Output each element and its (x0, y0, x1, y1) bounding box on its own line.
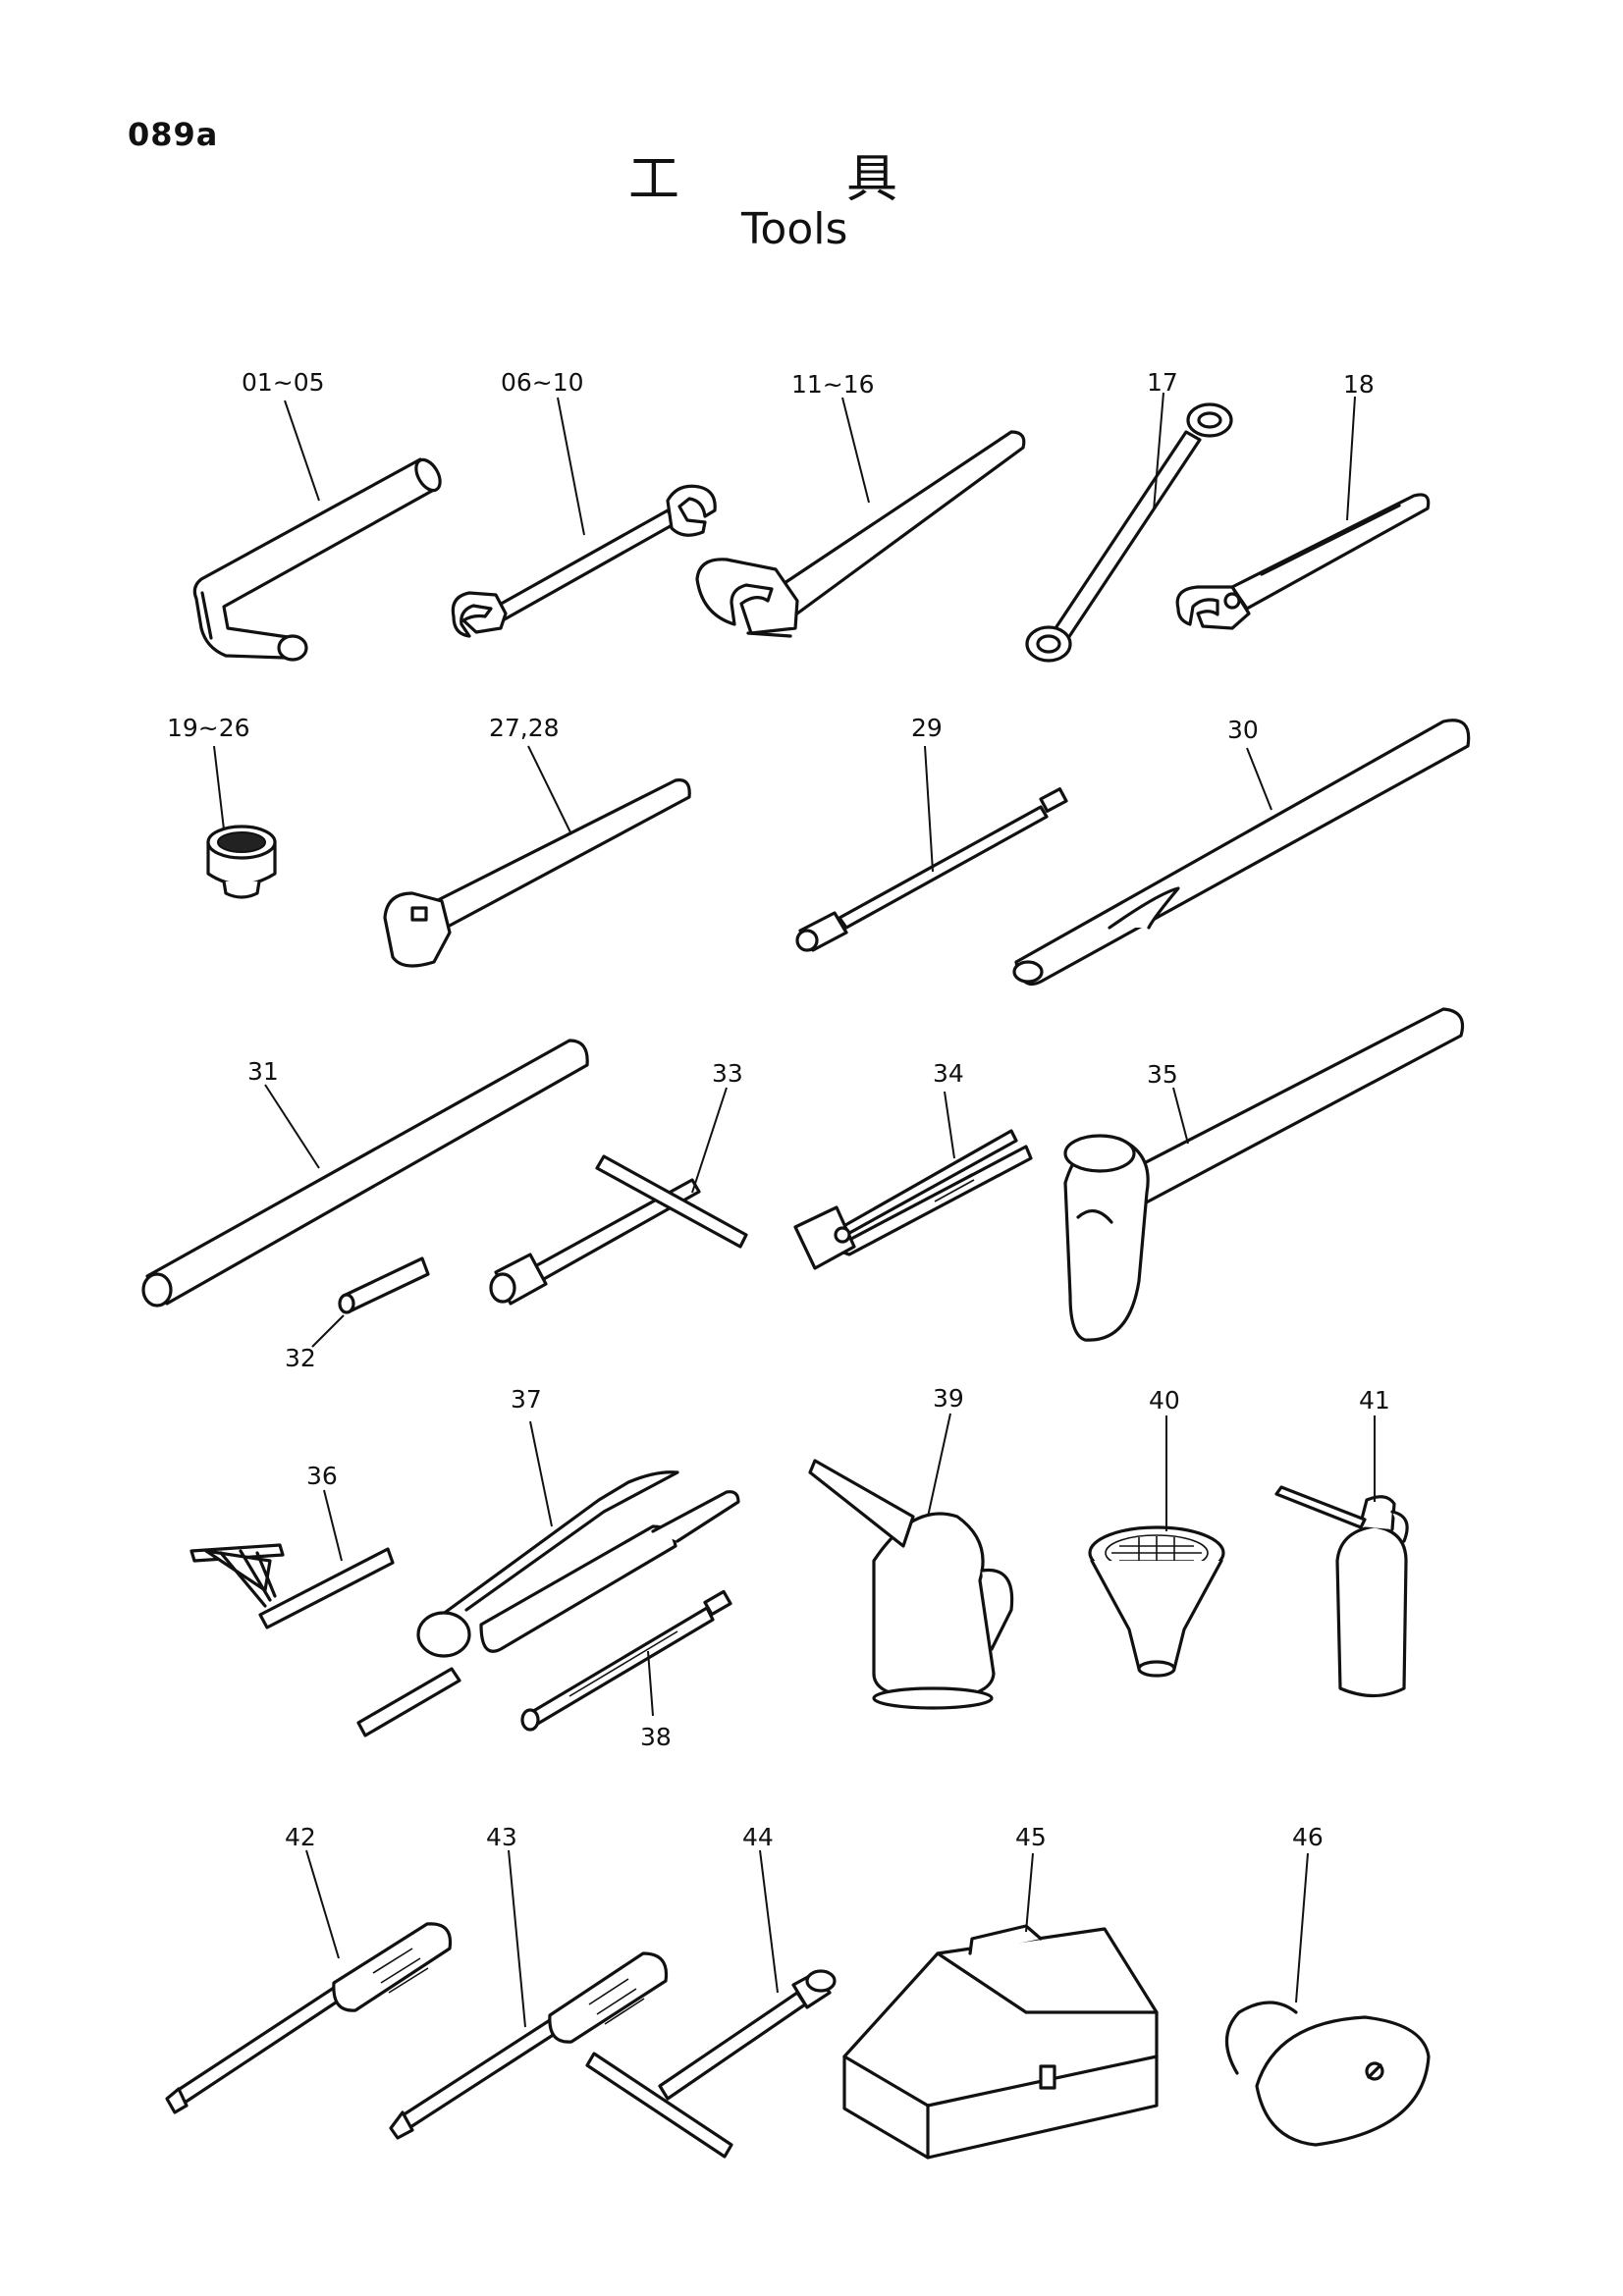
title-english: Tools (741, 204, 848, 254)
leader-39 (927, 1413, 951, 1518)
leader-38 (647, 1650, 654, 1717)
callout-43: 43 (486, 1823, 517, 1851)
adjustable-wrench (1175, 493, 1431, 630)
page-code: 089a (128, 116, 219, 153)
callout-18: 18 (1343, 370, 1375, 399)
leader-32 (311, 1314, 345, 1348)
leader-35 (1172, 1087, 1189, 1145)
ball-peen-hammer (1063, 1007, 1465, 1342)
leader-36 (323, 1489, 343, 1562)
leader-30 (1246, 747, 1272, 811)
callout-44: 44 (742, 1823, 774, 1851)
callout-30: 30 (1227, 716, 1259, 744)
leader-19-26 (213, 745, 225, 830)
toolbox (842, 1924, 1159, 2160)
oil-jug (808, 1459, 1014, 1710)
title-japanese: 工具 (628, 150, 1065, 209)
phillips-screwdriver (389, 1951, 669, 2140)
flat-screwdriver (165, 1922, 453, 2114)
padlock (1224, 2001, 1431, 2147)
leader-42 (305, 1849, 340, 1959)
leader-37 (529, 1420, 553, 1527)
pin (338, 1256, 430, 1314)
leader-45 (1025, 1852, 1034, 1933)
bar-handle (1012, 719, 1471, 987)
leader-06-10 (557, 397, 585, 536)
socket (206, 825, 277, 899)
leader-27-28 (527, 745, 572, 835)
callout-19-26: 19~26 (167, 714, 250, 742)
t-socket-wrench (489, 1154, 748, 1306)
funnel-strainer (1088, 1525, 1225, 1678)
callout-40: 40 (1149, 1386, 1180, 1415)
callout-39: 39 (933, 1384, 964, 1413)
leader-17 (1153, 392, 1164, 511)
leader-33 (691, 1087, 728, 1194)
grease-hose (520, 1589, 732, 1732)
leader-46 (1295, 1852, 1309, 2003)
pliers (793, 1129, 1033, 1270)
callout-34: 34 (933, 1059, 964, 1088)
oil-can (1274, 1485, 1409, 1698)
callout-27-28: 27,28 (489, 714, 560, 742)
callout-29: 29 (911, 714, 943, 742)
callout-36: 36 (306, 1462, 338, 1490)
callout-38: 38 (640, 1723, 672, 1751)
pipe-bar (141, 1039, 589, 1308)
callout-41: 41 (1359, 1386, 1390, 1415)
t-bar-wrench (585, 1969, 837, 2159)
leader-31 (264, 1084, 320, 1169)
leader-43 (508, 1849, 526, 2028)
callout-37: 37 (511, 1385, 542, 1414)
leader-34 (944, 1091, 955, 1159)
callout-33: 33 (712, 1059, 743, 1088)
leader-01-05 (284, 400, 320, 502)
box-end-wrench (1025, 402, 1233, 663)
hex-key-wrench (192, 457, 442, 662)
double-open-end-wrench (451, 484, 717, 638)
callout-11-16: 11~16 (791, 370, 875, 399)
callout-46: 46 (1292, 1823, 1324, 1851)
callout-17: 17 (1147, 368, 1178, 397)
callout-06-10: 06~10 (501, 368, 584, 397)
callout-32: 32 (285, 1344, 316, 1372)
callout-31: 31 (247, 1057, 279, 1086)
leader-11-16 (841, 397, 870, 504)
ratchet-handle (383, 778, 691, 968)
callout-01-05: 01~05 (242, 368, 325, 397)
callout-35: 35 (1147, 1060, 1178, 1089)
callout-42: 42 (285, 1823, 316, 1851)
leader-44 (759, 1849, 779, 1994)
spanner-wrench (695, 430, 1026, 638)
callout-45: 45 (1015, 1823, 1047, 1851)
feeler-gauge (189, 1543, 395, 1629)
grease-gun (356, 1470, 740, 1737)
leader-18 (1346, 396, 1356, 521)
extension-bar (795, 787, 1068, 952)
leader-29 (924, 745, 934, 873)
